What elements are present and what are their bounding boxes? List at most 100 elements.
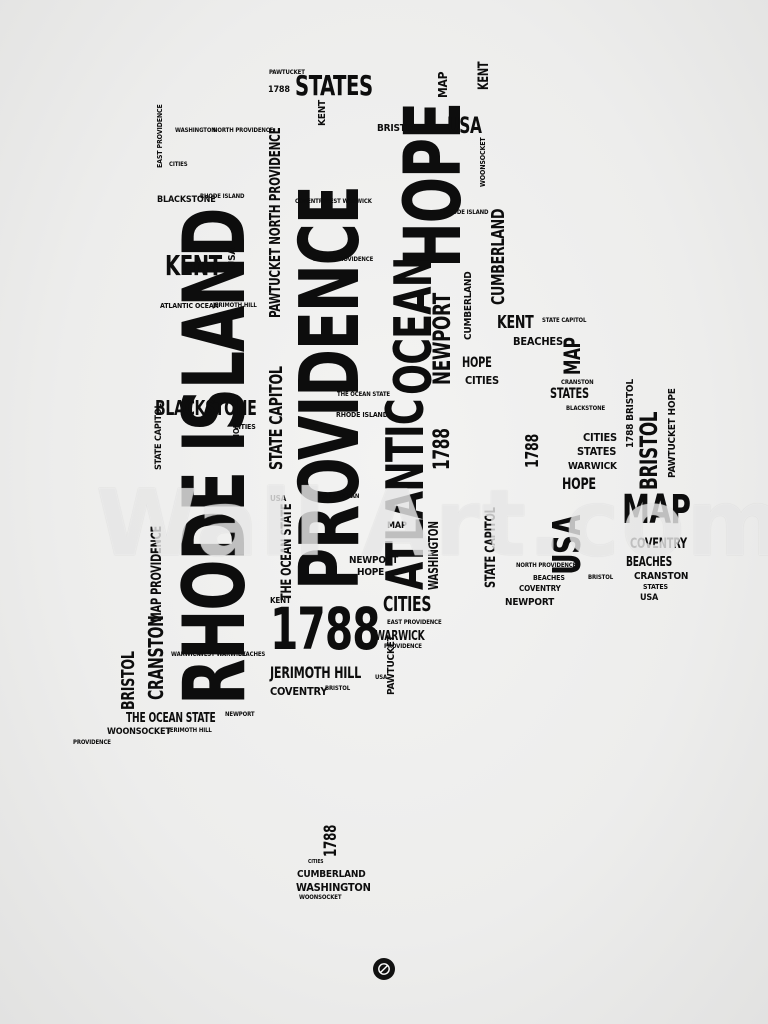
cloud-word: STATE CAPITOL bbox=[266, 366, 287, 470]
cloud-word: BRISTOL bbox=[588, 574, 614, 581]
cloud-word: HOPE bbox=[462, 355, 492, 371]
cloud-word: USA bbox=[640, 593, 659, 603]
cloud-word: 1788 bbox=[522, 433, 543, 468]
cloud-word: WEST WARWICK bbox=[324, 198, 372, 205]
cloud-word: WOONSOCKET bbox=[107, 727, 171, 737]
cloud-word: CITIES bbox=[383, 592, 432, 616]
cloud-word: BEACHES bbox=[513, 335, 563, 348]
cloud-word: MAP bbox=[436, 71, 450, 98]
cloud-word: ATLANTIC OCEAN bbox=[160, 302, 219, 310]
cloud-word: PAWTUCKET bbox=[269, 69, 305, 76]
cloud-word: CRANSTON bbox=[144, 615, 168, 700]
cloud-word: KENT bbox=[317, 100, 328, 126]
cloud-word: NEWPORT bbox=[428, 293, 456, 385]
cloud-word: THE OCEAN STATE bbox=[279, 503, 295, 600]
cloud-word: CUMBERLAND bbox=[463, 271, 474, 341]
cloud-word: PAWTUCKET NORTH PROVIDENCE bbox=[266, 127, 284, 319]
cloud-word: STATE CAPITOL bbox=[542, 317, 587, 324]
cloud-word: JERIMOTH HILL bbox=[168, 727, 212, 734]
cloud-word: 1788 bbox=[270, 595, 381, 663]
cloud-word: USA bbox=[375, 674, 388, 681]
cloud-word: JERIMOTH HILL bbox=[213, 302, 257, 309]
cloud-word: MAP bbox=[387, 521, 407, 531]
cloud-word: CITIES bbox=[583, 431, 617, 444]
cloud-word: 1788 bbox=[430, 428, 455, 470]
cloud-word: RHODE ISLAND bbox=[444, 209, 489, 216]
cloud-word: BEACHES bbox=[626, 555, 672, 570]
cloud-word: CITIES bbox=[308, 859, 324, 865]
logo-glyph-icon bbox=[378, 963, 390, 975]
cloud-word: MAP bbox=[622, 487, 691, 533]
cloud-word: PROVIDENCE bbox=[283, 186, 378, 590]
cloud-word: NEWPORT bbox=[349, 555, 399, 566]
cloud-word: COVENTRY bbox=[295, 198, 327, 205]
cloud-word: HOPE bbox=[357, 567, 385, 578]
cloud-word: PROVIDENCE bbox=[73, 739, 111, 746]
cloud-word: CUMBERLAND bbox=[297, 869, 366, 880]
cloud-word: STATES bbox=[577, 445, 617, 458]
cloud-word: NEWPORT bbox=[505, 597, 555, 608]
cloud-word: 1788 bbox=[321, 824, 341, 857]
cloud-word: WARWICK bbox=[568, 461, 617, 472]
cloud-word: BLACKSTONE bbox=[155, 396, 257, 420]
cloud-word: CITIES bbox=[234, 423, 256, 431]
cloud-word: MAP bbox=[561, 337, 586, 375]
cloud-word: RHODE ISLAND bbox=[336, 411, 388, 419]
cloud-word: WEST WARWICK bbox=[198, 651, 246, 658]
cloud-word: USA bbox=[447, 114, 482, 139]
cloud-word: KENT bbox=[165, 249, 222, 282]
cloud-word: STATE CAPITOL bbox=[154, 403, 164, 470]
cloud-word: USA bbox=[227, 247, 238, 268]
cloud-word: 1788 bbox=[268, 85, 290, 95]
cloud-word: BRISTOL bbox=[325, 685, 351, 692]
cloud-word: THE OCEAN STATE bbox=[126, 711, 216, 726]
cloud-word: ATLANTIC OCEAN bbox=[309, 493, 360, 500]
cloud-word: BEACHES bbox=[238, 651, 266, 658]
cloud-word: WASHINGTON bbox=[296, 881, 371, 894]
cloud-word: USA bbox=[270, 494, 287, 503]
cloud-word: KENT bbox=[476, 61, 492, 90]
cloud-word: RHODE ISLAND bbox=[200, 193, 245, 200]
cloud-word: JERIMOTH HILL bbox=[270, 663, 361, 682]
cloud-word: CRANSTON bbox=[561, 379, 594, 386]
cloud-word: WARWICK bbox=[171, 651, 201, 658]
cloud-word: EAST PROVIDENCE bbox=[156, 104, 164, 168]
cloud-word: CUMBERLAND bbox=[488, 208, 509, 305]
cloud-word: BLACKSTONE bbox=[157, 195, 216, 205]
circular-logo-icon bbox=[373, 958, 395, 980]
cloud-word: CITIES bbox=[465, 374, 499, 387]
cloud-word: NEWPORT bbox=[225, 711, 255, 718]
cloud-word: CITIES bbox=[169, 161, 188, 168]
cloud-word: NORTH PROVIDENCE bbox=[213, 127, 274, 134]
cloud-word: STATE CAPITOL bbox=[483, 507, 499, 588]
cloud-word: BLACKSTONE bbox=[566, 405, 606, 412]
cloud-word: THE OCEAN STATE bbox=[337, 391, 390, 398]
cloud-word: COVENTRY bbox=[630, 536, 687, 552]
cloud-word: WASHINGTON bbox=[427, 521, 442, 590]
cloud-word: CRANSTON bbox=[634, 571, 689, 582]
cloud-word: HOPE bbox=[562, 474, 596, 493]
cloud-word: PAWTUCKET HOPE bbox=[667, 388, 678, 478]
cloud-word: NORTH PROVIDENCE bbox=[516, 562, 577, 569]
cloud-word: WASHINGTON bbox=[175, 127, 216, 134]
cloud-word: NORTH PROVIDENCE bbox=[313, 256, 374, 263]
cloud-word: MAP PROVIDENCE bbox=[149, 525, 165, 622]
cloud-word: 1788 BRISTOL bbox=[625, 379, 636, 448]
cloud-word: COVENTRY bbox=[270, 685, 328, 698]
cloud-word: PROVIDENCE bbox=[384, 643, 422, 650]
cloud-word: EAST PROVIDENCE bbox=[387, 619, 442, 626]
cloud-word: KENT bbox=[270, 596, 291, 605]
cloud-word: STATES bbox=[643, 583, 668, 591]
cloud-word: STATES bbox=[295, 69, 373, 102]
cloud-word: RHODE ISLAND bbox=[165, 208, 265, 705]
cloud-word: WARWICK bbox=[375, 629, 425, 644]
cloud-word: COVENTRY bbox=[519, 584, 561, 593]
cloud-word: STATES bbox=[550, 386, 589, 402]
cloud-word: WOONSOCKET bbox=[299, 894, 342, 901]
cloud-word: BEACHES bbox=[533, 574, 565, 582]
cloud-word: BRISTOL bbox=[377, 123, 419, 134]
cloud-word: WOONSOCKET bbox=[479, 137, 487, 187]
cloud-word: KENT bbox=[497, 312, 534, 333]
cloud-word: BRISTOL bbox=[635, 411, 663, 490]
